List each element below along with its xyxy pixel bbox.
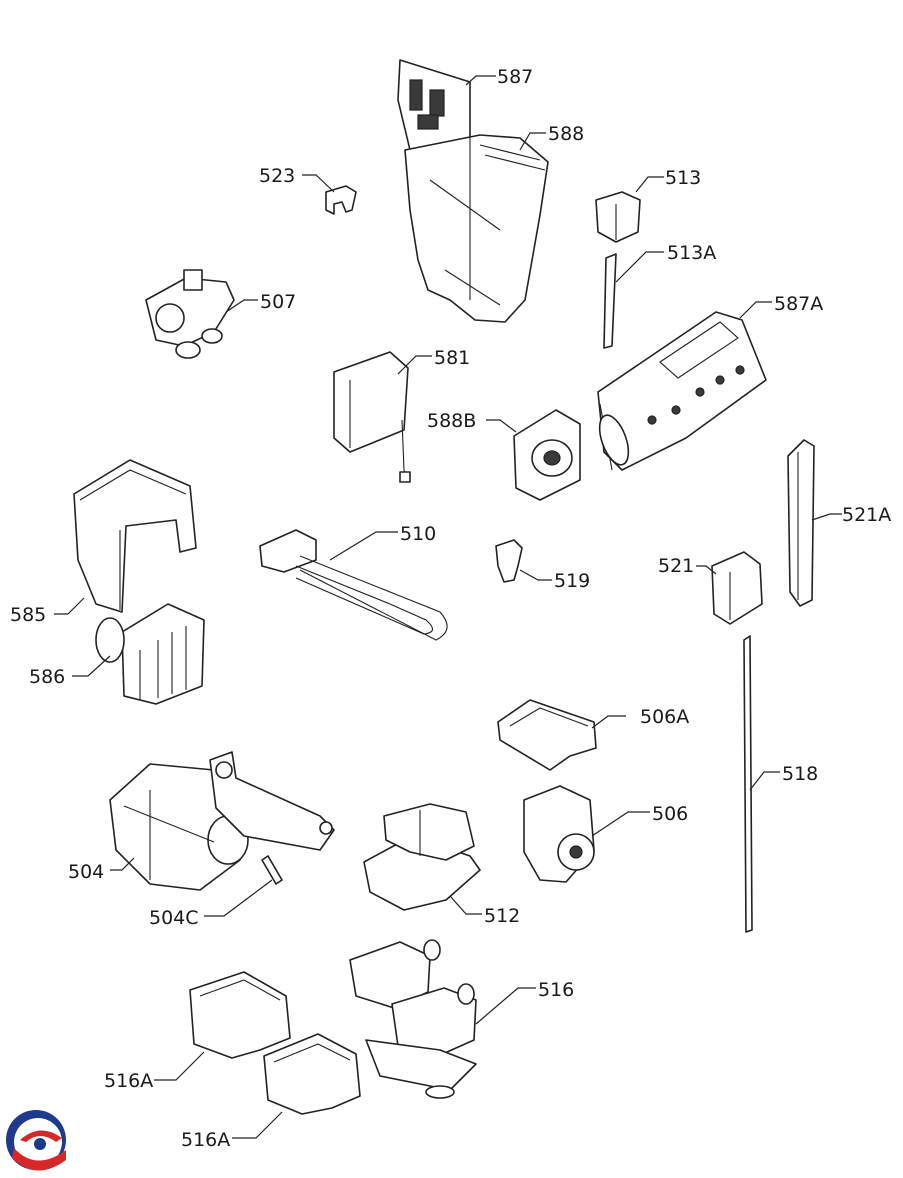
part-521-door-lock (711, 551, 763, 625)
part-506A-pump-cover (497, 699, 597, 771)
label-523: 523 (259, 165, 295, 187)
part-587A-display-board (597, 311, 767, 471)
label-588: 588 (548, 123, 584, 145)
part-586-controller (95, 603, 205, 705)
label-587A: 587A (774, 293, 823, 315)
label-504: 504 (68, 861, 104, 883)
label-516A-1: 516A (104, 1070, 153, 1092)
label-506: 506 (652, 803, 688, 825)
label-585: 585 (10, 604, 46, 626)
part-507-inlet-valve (145, 269, 235, 359)
label-521A: 521A (842, 504, 891, 526)
part-504-motor (109, 751, 335, 891)
part-587-588-board-housing (397, 59, 549, 323)
label-516: 516 (538, 979, 574, 1001)
label-521: 521 (658, 555, 694, 577)
label-518: 518 (782, 763, 818, 785)
label-512: 512 (484, 905, 520, 927)
part-585-cover (73, 459, 197, 613)
label-581: 581 (434, 347, 470, 369)
label-507: 507 (260, 291, 296, 313)
label-504C: 504C (149, 907, 199, 929)
part-504C-screw (261, 855, 283, 885)
label-513A: 513A (667, 242, 716, 264)
label-588B: 588B (427, 410, 476, 432)
label-519: 519 (554, 570, 590, 592)
part-588B-selector (513, 409, 581, 501)
brand-logo (6, 1110, 66, 1171)
part-510-heating-element (259, 529, 448, 641)
part-516-valve-assembly (349, 939, 477, 1099)
part-523-clip (325, 185, 357, 215)
label-587: 587 (497, 66, 533, 88)
label-586: 586 (29, 666, 65, 688)
part-516A-cover-lower (263, 1033, 361, 1115)
label-506A: 506A (640, 706, 689, 728)
part-512-filter (363, 803, 481, 911)
part-518-rod (743, 635, 753, 933)
label-513: 513 (665, 167, 701, 189)
part-506-drain-pump (523, 785, 595, 883)
part-581-module (333, 351, 411, 483)
part-513-sensor (595, 191, 641, 243)
label-510: 510 (400, 523, 436, 545)
label-516A-2: 516A (181, 1129, 230, 1151)
part-519-sensor (495, 539, 523, 583)
part-516A-cover-upper (189, 971, 291, 1059)
part-513A-rod (603, 253, 617, 349)
part-521A-rail (787, 439, 815, 607)
